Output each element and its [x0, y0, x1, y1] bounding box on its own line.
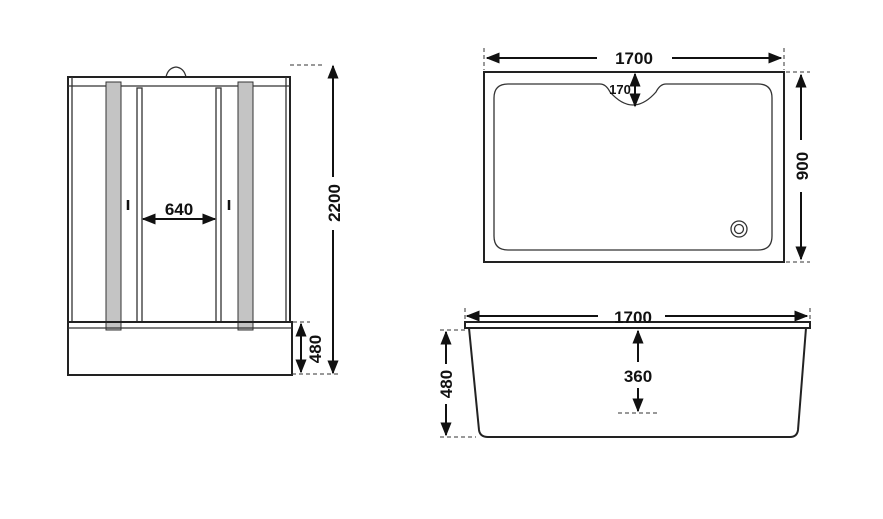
shower-cabin-front-view: 640 2200 480 [67, 64, 344, 376]
drain-inner [733, 223, 745, 235]
door-width-label: 640 [165, 200, 193, 219]
shower-tray-base [67, 321, 293, 376]
tray-height-label: 480 [306, 335, 325, 363]
tray-side-view: 1700 480 360 [437, 308, 811, 438]
left-door-post [136, 87, 143, 323]
roof-dome [165, 66, 187, 78]
tray-plan-view: 1700 900 170 [483, 48, 812, 263]
tray-body [468, 327, 807, 438]
tray-inner-basin [493, 83, 773, 251]
left-frame-bar [105, 81, 122, 331]
plan-length-label: 1700 [615, 49, 653, 68]
tray-rim [464, 321, 811, 329]
notch-depth-label: 170 [609, 82, 631, 97]
right-door-post [215, 87, 222, 323]
side-height-label: 480 [437, 370, 456, 398]
drain-outer [730, 220, 748, 238]
side-length-label: 1700 [614, 308, 652, 327]
depth-label: 360 [624, 367, 652, 386]
height-label: 2200 [325, 184, 344, 222]
right-frame-bar [237, 81, 254, 331]
plan-width-label: 900 [793, 152, 812, 180]
